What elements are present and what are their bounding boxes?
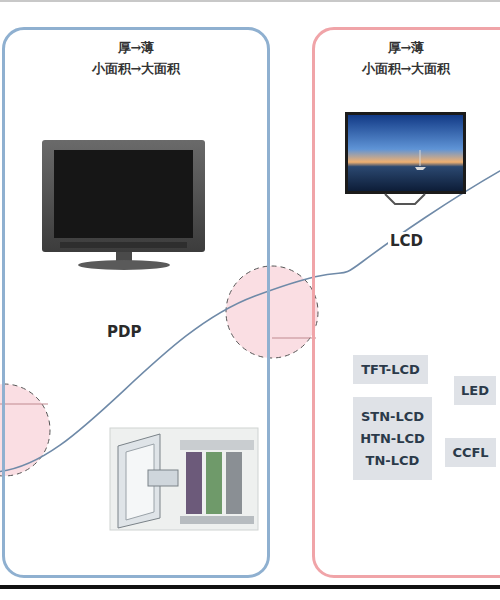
guide-line (272, 338, 316, 339)
transition-circle (0, 384, 50, 476)
panel-text: 小面积→大面积 (92, 60, 181, 78)
panel-text: LCD (388, 232, 425, 250)
panel-text: PDP (105, 323, 143, 341)
lcd-bezel (345, 112, 466, 194)
tech-box: CCFL (445, 438, 496, 467)
box-label: STN-LCD (359, 408, 426, 425)
box-label: CCFL (451, 444, 490, 461)
top-rule (0, 0, 500, 2)
cell-column (206, 452, 222, 514)
panel-text: 厚→薄 (118, 39, 155, 57)
bottom-rule (0, 585, 500, 589)
panel-text: 小面积→大面积 (362, 60, 451, 78)
tv-screen (54, 150, 193, 238)
tv-bezel (42, 140, 205, 252)
box-label: TFT-LCD (359, 361, 422, 378)
schematic-ground (110, 428, 258, 530)
tech-box: STN-LCD HTN-LCD TN-LCD (353, 397, 432, 480)
tech-box: TFT-LCD (353, 355, 428, 384)
tv-base (78, 260, 170, 270)
panel-text: 厚→薄 (388, 39, 425, 57)
cell-column (226, 452, 242, 514)
zoom-sketch (148, 470, 178, 486)
box-label: LED (460, 382, 490, 399)
boat (415, 167, 426, 170)
tv-speaker (60, 242, 187, 248)
tech-panel: 厚→薄小面积→大面积 LCD TFT-LCD STN-LCD HTN-LCD TN-LCD… (312, 27, 500, 578)
cell-column (186, 452, 202, 514)
sail (420, 150, 421, 166)
guide-line (0, 404, 48, 405)
lcd-stand (385, 194, 425, 204)
box-label: TN-LCD (359, 452, 426, 469)
glass-layer (180, 440, 254, 450)
tech-box: LED (454, 376, 496, 405)
lcd-screen (348, 115, 463, 191)
box-label: HTN-LCD (359, 430, 426, 447)
glass-layer (180, 516, 254, 524)
tech-panel: 厚→薄小面积→大面积 PDP (2, 27, 270, 578)
